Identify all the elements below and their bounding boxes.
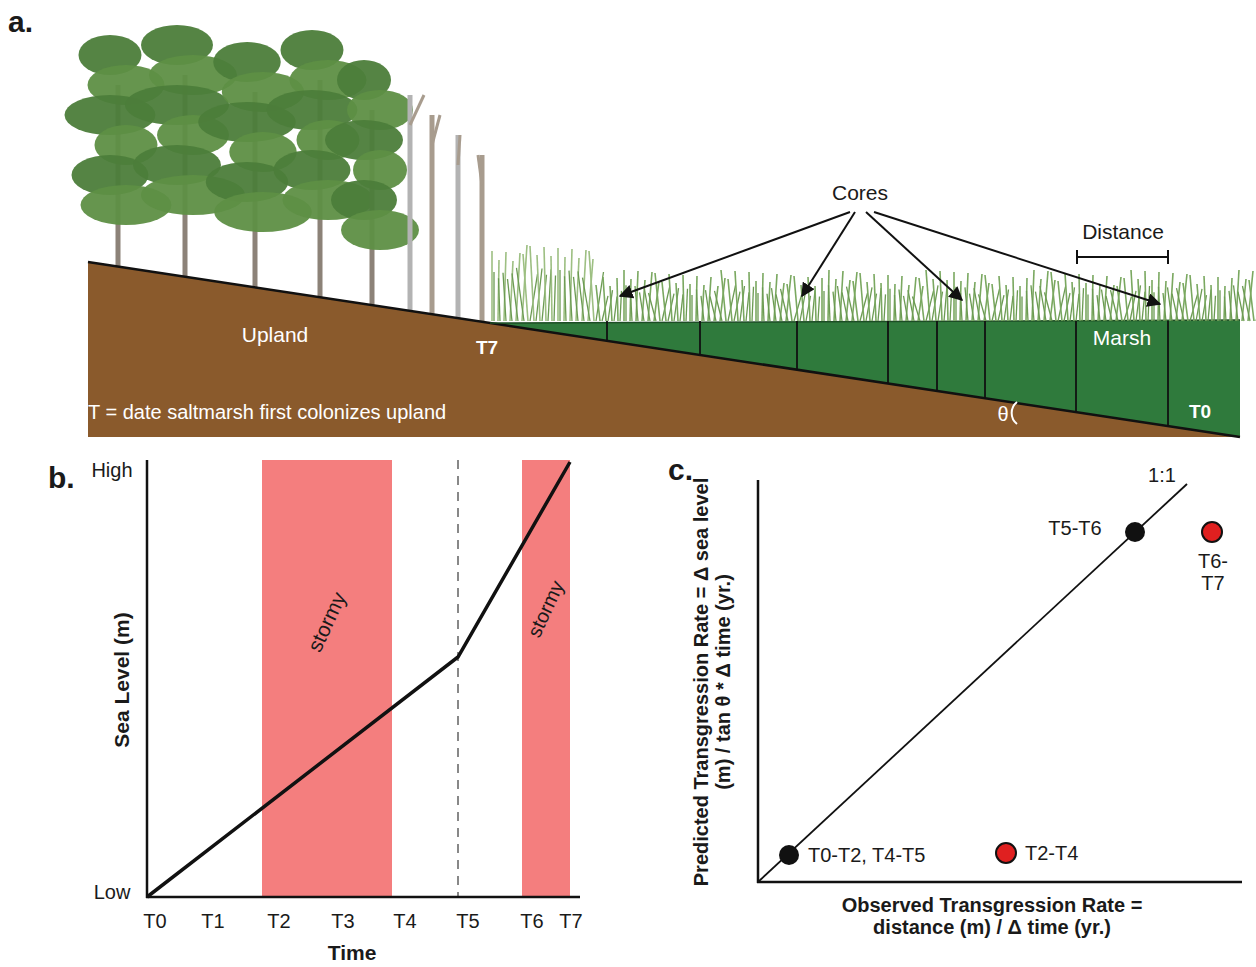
axis-tick: T1 [201,910,224,932]
band-label: stormy [523,577,569,641]
point-label: T5-T6 [1048,517,1101,539]
slope-line [88,262,1240,437]
band-label: stormy [303,588,351,655]
reference-line-label: 1:1 [1148,464,1176,486]
axis-tick: High [91,459,132,481]
panel-letter: a. [8,5,33,39]
region-label: Upland [242,323,309,347]
distance-bracket [1077,250,1168,264]
axis-tick: T6 [520,910,543,932]
panel-c-plot [757,480,1242,883]
angle-symbol: θ [997,403,1008,425]
axis-tick: Low [94,881,131,903]
marsh-grass [492,245,1256,321]
axis-title: Time [328,941,377,965]
panel-letter: b. [48,461,75,495]
axis-tick: T7 [559,910,582,932]
angle-arc [1012,402,1017,424]
axis-title: Sea Level (m) [110,612,134,747]
time-marker: T7 [476,337,498,358]
y-axis [146,460,149,898]
stormy-band: stormy [522,460,570,897]
callout-label: Cores [832,181,888,205]
sea-level-curve [147,462,570,897]
region-label: Marsh [1093,326,1151,350]
axis-title: Observed Transgression Rate = distance (… [812,894,1172,939]
point-label: T2-T4 [1025,842,1078,864]
point-label: T0-T2, T4-T5 [808,844,925,866]
upland-ground [88,262,1240,437]
axis-title: Predicted Transgression Rate = Δ sea lev… [690,472,735,892]
axis-tick: T2 [267,910,290,932]
x-axis [146,896,580,899]
core-lines [607,321,1168,426]
axis-tick: T5 [456,910,479,932]
axis-tick: T0 [143,910,166,932]
axis-tick: T4 [393,910,416,932]
stormy-band: stormy [262,460,392,897]
point-label: T6- T7 [1190,550,1236,595]
break-line [457,460,459,897]
dimension-label: Distance [1082,220,1164,244]
panel-letter: c. [668,453,693,487]
axis-tick: T3 [331,910,354,932]
time-marker: T0 [1189,401,1211,422]
note: T = date saltmarsh first colonizes uplan… [88,401,446,423]
